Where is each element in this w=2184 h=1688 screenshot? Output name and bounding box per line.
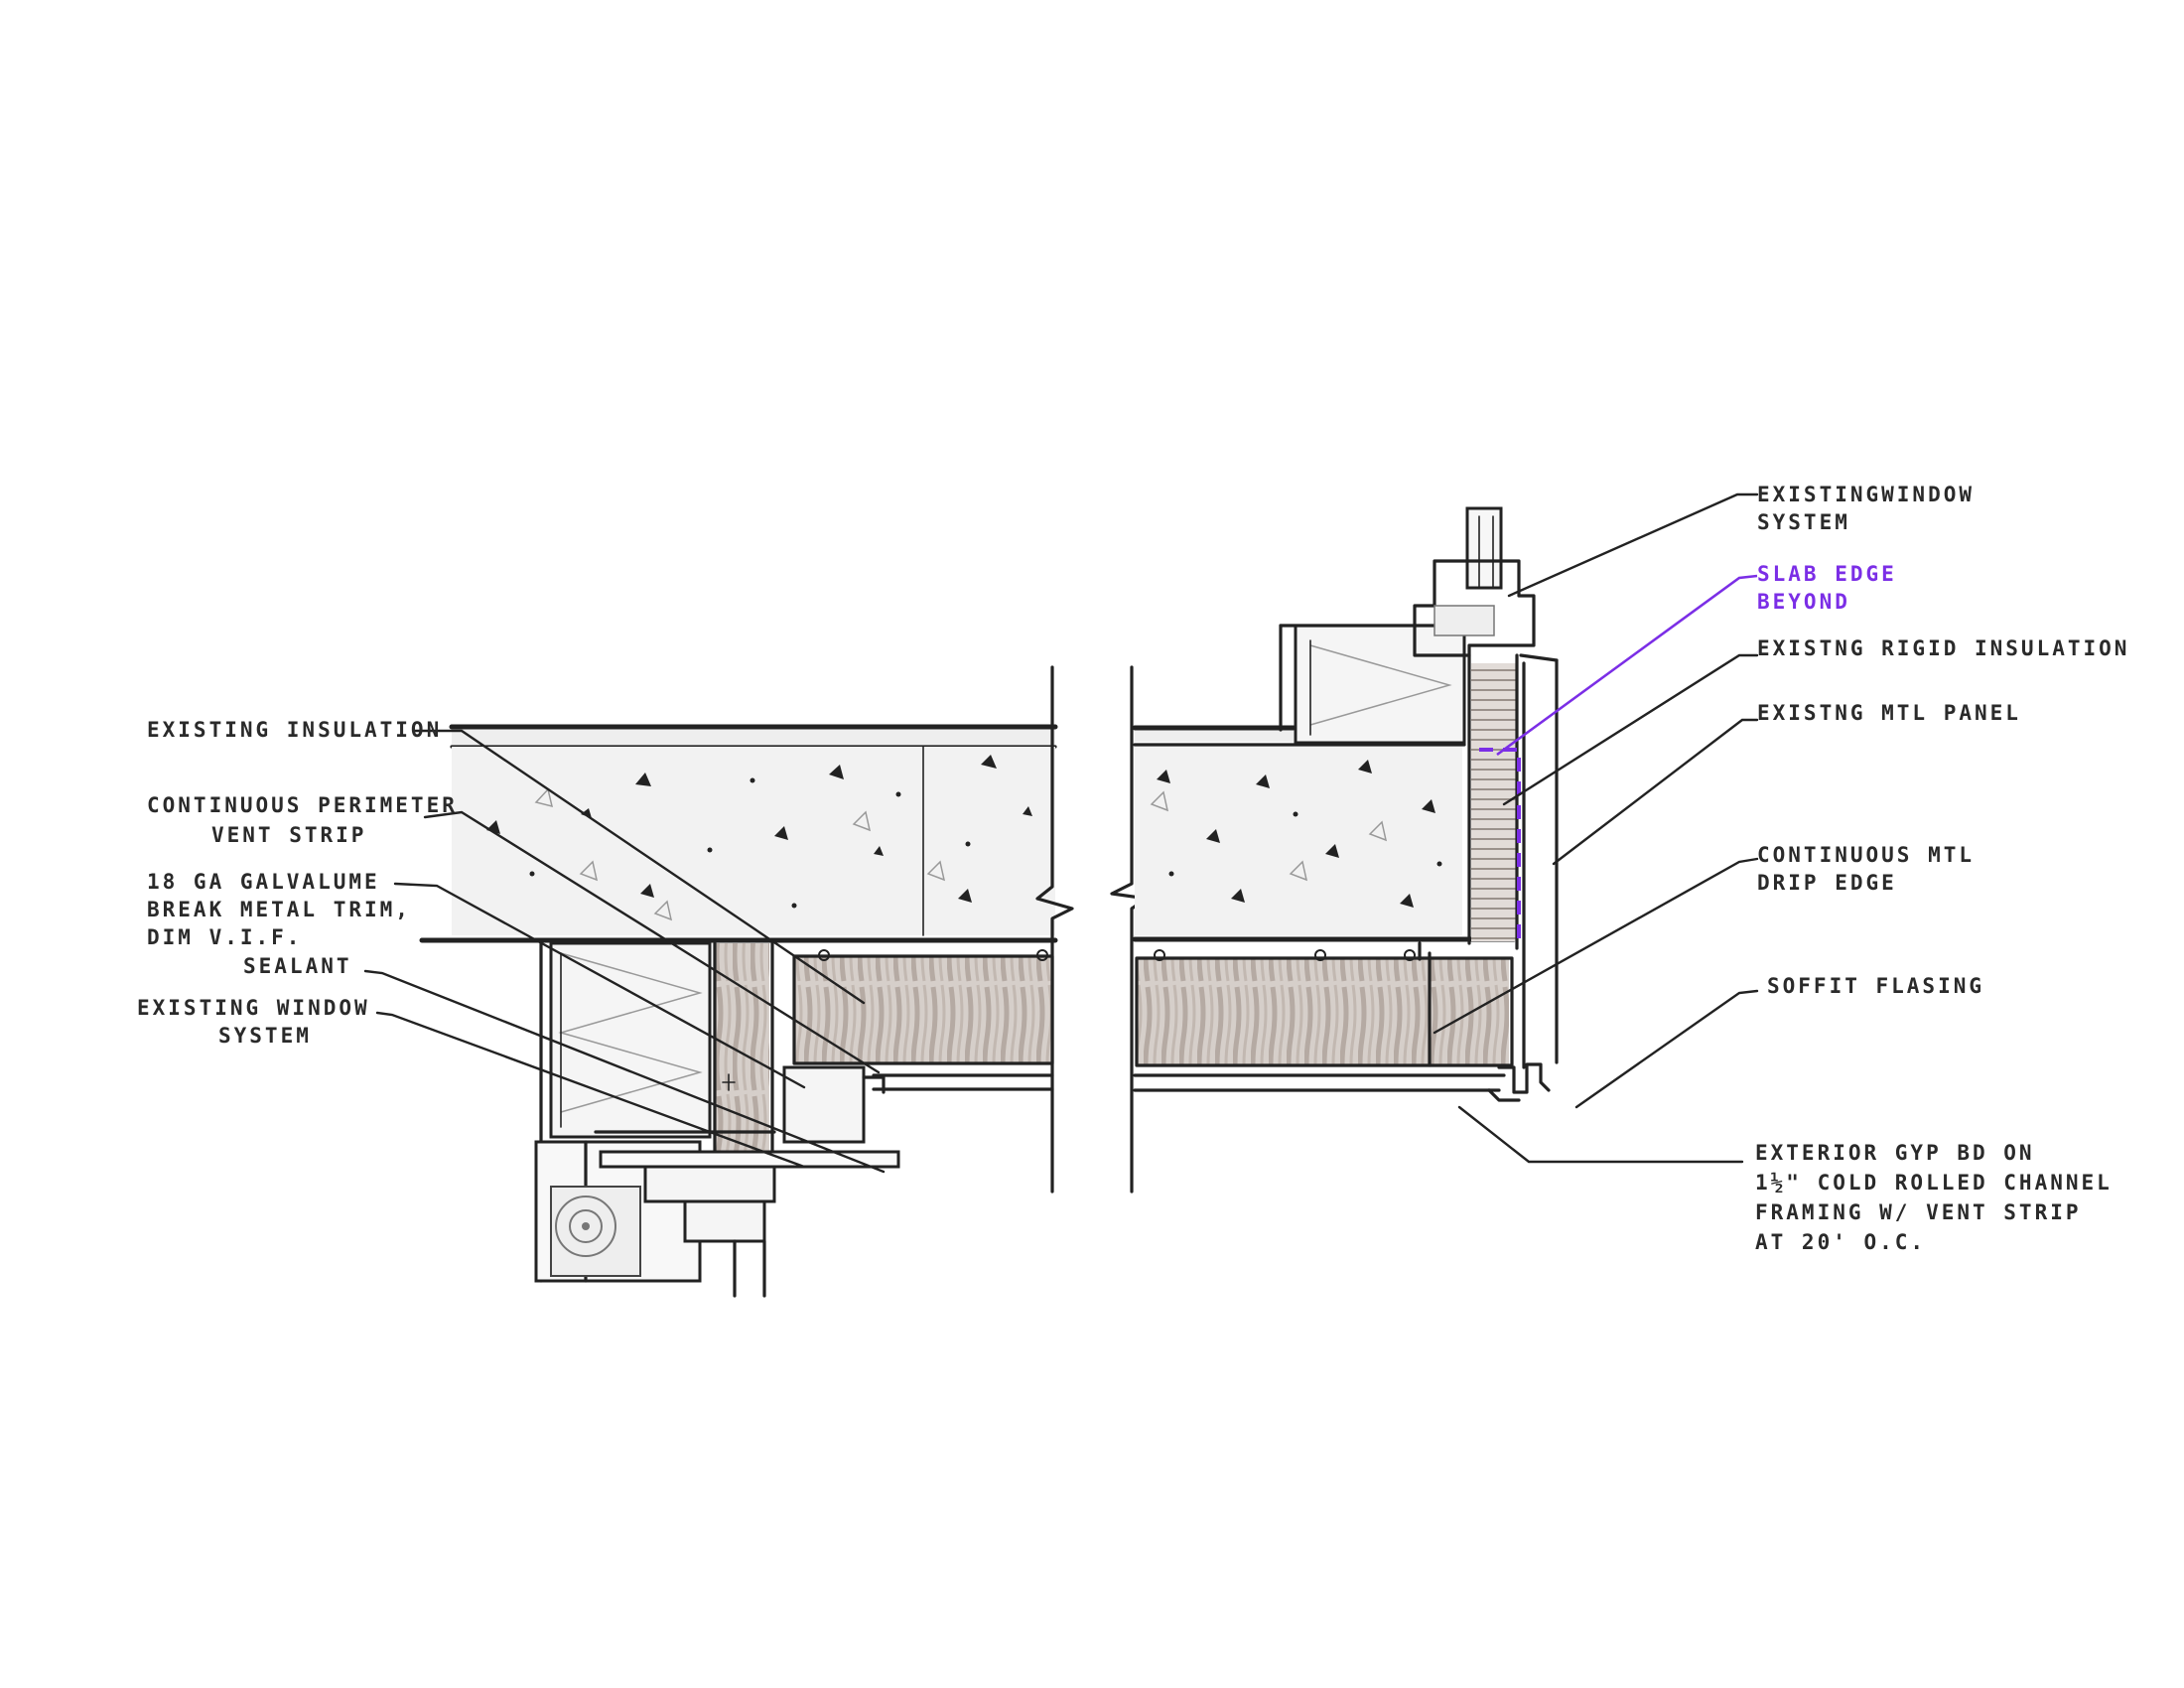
label-right-1-line-0: SLAB EDGE	[1757, 562, 1897, 586]
label-left-1-line-1: VENT STRIP	[211, 823, 366, 847]
label-right-2: EXISTNG RIGID INSULATION	[1757, 636, 2129, 660]
label-right-6-line-0: EXTERIOR GYP BD ON	[1755, 1141, 2035, 1165]
label-right-6-line-2: FRAMING W/ VENT STRIP	[1755, 1200, 2082, 1224]
label-left-2-line-2: DIM V.I.F.	[147, 925, 302, 949]
label-left-4: EXISTING WINDOW SYSTEM	[137, 996, 370, 1048]
label-left-2-line-0: 18 GA GALVALUME	[147, 870, 380, 894]
label-right-2-line-0: EXISTNG RIGID INSULATION	[1757, 636, 2129, 660]
label-right-0-line-1: SYSTEM	[1757, 510, 1850, 534]
label-left-4-line-1: SYSTEM	[218, 1024, 312, 1048]
leader-lines	[363, 492, 1759, 1174]
label-left-3: SEALANT	[243, 954, 352, 978]
label-left-0-line-0: EXISTING INSULATION	[147, 718, 442, 742]
label-right-6-line-3: AT 20' O.C.	[1755, 1230, 1926, 1254]
labels-right: EXISTINGWINDOW SYSTEM SLAB EDGE BEYOND EXIST…	[1755, 483, 2129, 1254]
label-left-2-line-1: BREAK METAL TRIM,	[147, 898, 411, 921]
label-left-4-line-0: EXISTING WINDOW	[137, 996, 370, 1020]
right-section	[1110, 506, 1559, 1194]
label-right-0-line-0: EXISTINGWINDOW	[1757, 483, 1975, 506]
labels-left: EXISTING INSULATION CONTINUOUS PERIMETER V…	[137, 718, 458, 1048]
label-right-4-line-1: DRIP EDGE	[1757, 871, 1897, 895]
label-right-1-line-1: BEYOND	[1757, 590, 1850, 614]
label-right-0: EXISTINGWINDOW SYSTEM	[1757, 483, 1975, 534]
existing-window-frame-right	[1413, 506, 1536, 657]
concrete-aggregate-outline-left	[534, 787, 946, 921]
label-right-1: SLAB EDGE BEYOND	[1757, 562, 1897, 614]
label-left-1-line-0: CONTINUOUS PERIMETER	[147, 793, 458, 817]
label-right-4: CONTINUOUS MTL DRIP EDGE	[1757, 843, 1975, 895]
label-right-6: EXTERIOR GYP BD ON 1½" COLD ROLLED CHANNE…	[1755, 1141, 2113, 1254]
label-right-3: EXISTNG MTL PANEL	[1757, 701, 2021, 725]
label-right-5-line-0: SOFFIT FLASING	[1767, 974, 1984, 998]
label-right-5: SOFFIT FLASING	[1767, 974, 1984, 998]
label-left-3-line-0: SEALANT	[243, 954, 352, 978]
concrete-aggregate-right	[1157, 760, 1442, 908]
soffit-insulation-left	[794, 956, 1052, 1063]
label-right-6-line-1: 1½" COLD ROLLED CHANNEL	[1755, 1171, 2113, 1195]
label-left-0: EXISTING INSULATION	[147, 718, 442, 742]
label-left-1: CONTINUOUS PERIMETER VENT STRIP	[147, 793, 458, 847]
label-right-4-line-0: CONTINUOUS MTL	[1757, 843, 1975, 867]
concrete-slab-left	[452, 747, 1055, 935]
fan-unit-icon	[550, 1186, 641, 1277]
label-left-2: 18 GA GALVALUME BREAK METAL TRIM, DIM V.I.…	[147, 870, 411, 949]
label-right-3-line-0: EXISTNG MTL PANEL	[1757, 701, 2021, 725]
slab-edge-beyond-line	[1479, 748, 1521, 941]
left-section	[419, 665, 1074, 1298]
existing-insulation-layer	[452, 727, 1055, 745]
